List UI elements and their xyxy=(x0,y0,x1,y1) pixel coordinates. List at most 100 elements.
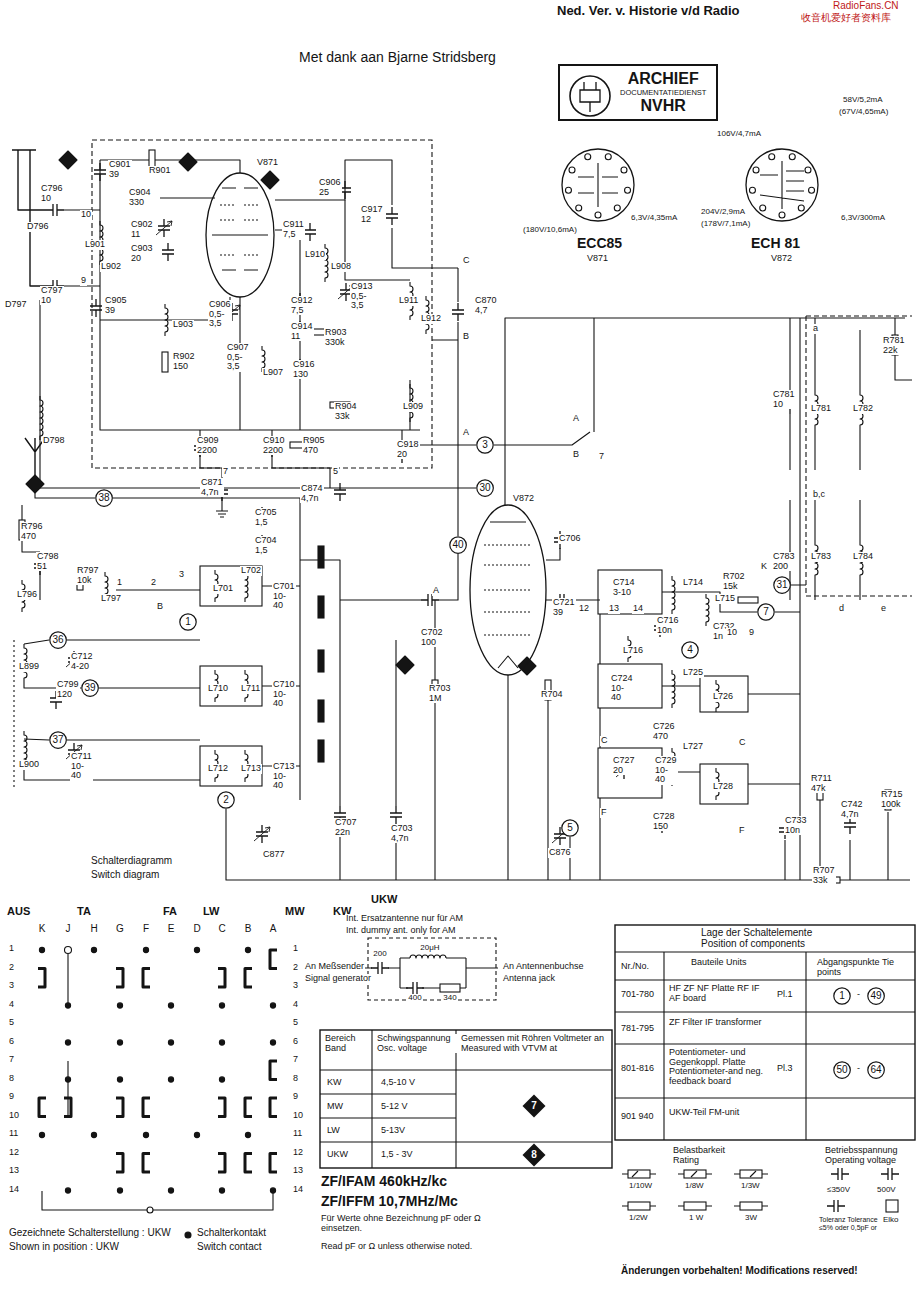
measuring-point-diamond xyxy=(396,656,414,674)
switch-contact-dot xyxy=(168,1077,173,1082)
switch-contact-dot xyxy=(245,1132,250,1137)
part-label: C705 1,5 xyxy=(254,508,278,527)
wire xyxy=(345,200,458,430)
switch-chart-label: 12 xyxy=(292,1148,304,1158)
coil-can xyxy=(200,666,262,706)
table-cell: Potentiometer- und Gegenkoppl. Platte Po… xyxy=(668,1048,774,1087)
switch-chart-label: 6 xyxy=(292,1037,299,1047)
part-label: C701 10-40 xyxy=(272,582,296,611)
capacitor-symbol xyxy=(90,299,102,317)
switch-contact-block xyxy=(318,650,324,672)
part-label: L728 xyxy=(712,782,734,792)
switch-chart-label: 10 xyxy=(8,1111,20,1121)
part-label: C914 11 xyxy=(290,322,314,341)
wire xyxy=(39,300,40,488)
part-label: K xyxy=(760,562,768,572)
part-label: L910 xyxy=(304,250,326,260)
table-cell: Nr./No. xyxy=(620,962,650,972)
switch-chart-label: 11 xyxy=(8,1129,19,1139)
stamp-text: ARCHIEF xyxy=(620,70,706,88)
part-label: e xyxy=(880,604,887,614)
wire xyxy=(662,686,800,784)
table-cell: - xyxy=(856,1064,861,1074)
switch-bracket xyxy=(218,1154,225,1173)
rating-mark xyxy=(734,1171,768,1177)
note-text: 1/8W xyxy=(684,1182,705,1191)
wire xyxy=(569,837,570,880)
table-cell: Bereich Band xyxy=(324,1034,370,1053)
note-text: ≤350V xyxy=(826,1186,851,1195)
part-label: R707 33k xyxy=(812,866,836,885)
circle-shape xyxy=(50,632,67,649)
tube-pin xyxy=(595,212,601,218)
switch-contact-dot xyxy=(219,1003,224,1008)
part-label: C906 0,5-3,5 xyxy=(208,300,232,329)
part-label: L783 xyxy=(810,552,832,562)
header-text: Ned. Ver. v. Historie v/d Radio xyxy=(556,4,741,18)
tube-pin xyxy=(779,212,785,218)
switch-chart-label: 13 xyxy=(292,1166,304,1176)
tube-data: 6,3V/4,35mA xyxy=(630,214,678,223)
capacitor-symbol xyxy=(162,243,174,261)
tie-point-circle: 37 xyxy=(49,731,67,749)
wire xyxy=(505,318,905,505)
switch-bracket xyxy=(270,1098,277,1117)
part-label: L725 xyxy=(682,668,704,678)
dotted-link xyxy=(13,640,14,790)
measuring-point-diamond xyxy=(26,475,44,493)
part-label: R903 330k xyxy=(324,328,348,347)
capacitor-symbol xyxy=(881,1168,899,1180)
switch-bracket xyxy=(116,1098,123,1117)
switch-chart-label: 8 xyxy=(8,1074,15,1084)
rating-mark xyxy=(622,1205,656,1206)
circle-shape xyxy=(218,792,234,808)
wire xyxy=(300,560,421,880)
switch-chart-label: LW xyxy=(202,906,221,918)
table-cell: LW xyxy=(326,1126,341,1136)
dummy-antenna-label: Signal generator xyxy=(304,974,372,984)
tie-point-number: 1 xyxy=(839,991,845,1001)
tie-point-number: 1 xyxy=(185,617,191,627)
part-label: 1 xyxy=(116,578,123,588)
tube-pin xyxy=(760,205,766,211)
part-label: C913 0,5-3,5 xyxy=(350,282,374,311)
tube-data: V872 xyxy=(770,254,793,264)
tube-pin xyxy=(805,167,811,173)
switch-chart-label: 5 xyxy=(292,1018,299,1028)
note-text: Toleranz Tolerance ≤5% oder 0,5pF or xyxy=(818,1216,882,1231)
part-label: C918 20 xyxy=(396,440,420,459)
tube-data: 204V/2,9mA xyxy=(700,208,746,217)
switch-contact-dot xyxy=(39,947,44,952)
trimmer-arrow xyxy=(254,827,270,841)
table-cell: 781-795 xyxy=(620,1024,655,1034)
table-outline xyxy=(615,925,915,1140)
coil-symbol xyxy=(165,304,168,336)
switch-contact-dot xyxy=(65,1040,70,1045)
tube-pin xyxy=(769,154,775,160)
tie-point-circle: 39 xyxy=(81,679,99,697)
capacitor-symbol xyxy=(831,1168,849,1180)
switch-bracket xyxy=(143,969,150,988)
part-label: C704 1,5 xyxy=(254,536,278,555)
table-outline xyxy=(320,1030,612,1168)
tube-pin xyxy=(789,154,795,160)
part-label: L726 xyxy=(712,692,734,702)
resistor-symbol xyxy=(684,1170,706,1178)
switch-chart-label: 3 xyxy=(8,981,15,991)
part-label: C707 22n xyxy=(334,818,358,837)
switch-contact-dot xyxy=(219,1077,224,1082)
tube-data: (178V/7,1mA) xyxy=(700,220,751,229)
part-label: 13 xyxy=(608,604,620,614)
wire xyxy=(100,160,420,430)
tube-pin xyxy=(614,205,620,211)
switch-chart-label: Schalterdiagramm xyxy=(90,856,173,867)
header-text: RadioFans.CN xyxy=(832,1,900,12)
switch-bracket xyxy=(38,969,45,988)
tie-point-number: 7 xyxy=(531,1101,537,1111)
part-label: C726 470 xyxy=(652,722,676,741)
coil-symbol xyxy=(672,576,675,614)
switch-contact-dot xyxy=(143,1132,148,1137)
circle-shape xyxy=(477,437,493,453)
tie-point-circle: 50 xyxy=(833,1061,851,1079)
electrolytic-symbol xyxy=(886,1200,898,1212)
